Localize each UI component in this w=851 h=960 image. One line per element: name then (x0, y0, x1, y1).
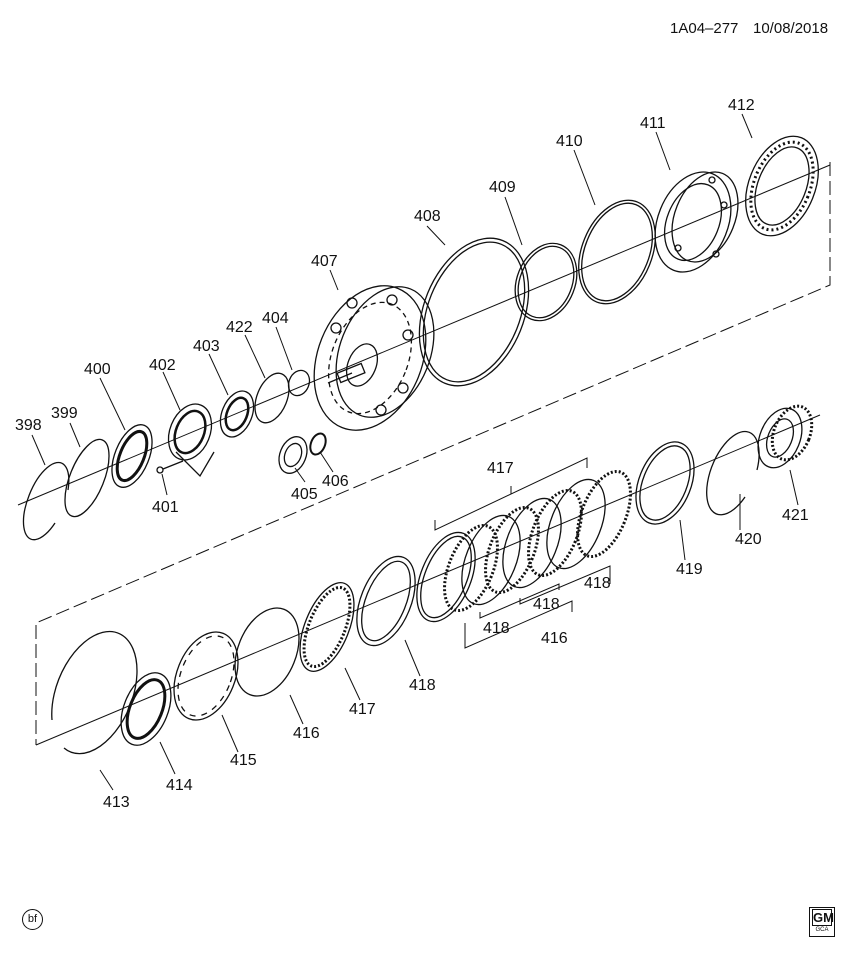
part-405-washer (278, 436, 308, 474)
callout-398: 398 (15, 417, 42, 434)
part-422-ring (254, 372, 290, 424)
clutch-pack (416, 457, 632, 649)
callout-417: 417 (349, 701, 376, 718)
callout-422: 422 (226, 319, 253, 336)
callout-408: 408 (414, 208, 441, 225)
callout-418-pack-mid: 418 (533, 596, 560, 613)
part-416-plate (234, 607, 300, 697)
bf-badge: bf (22, 909, 43, 930)
part-420-snap-ring (706, 430, 760, 516)
diagram-date: 10/08/2018 (753, 20, 829, 37)
part-403-bearing (219, 390, 255, 438)
callout-403: 403 (193, 338, 220, 355)
callout-419: 419 (676, 561, 703, 578)
callout-416-pack: 416 (541, 630, 568, 647)
callout-404: 404 (262, 310, 289, 327)
part-411-housing (654, 171, 739, 273)
callout-406: 406 (322, 473, 349, 490)
part-402-seal-housing (167, 403, 215, 478)
callout-407: 407 (311, 253, 338, 270)
part-399-snap-ring (64, 438, 110, 518)
part-406-washer (309, 432, 327, 456)
callout-417-pack: 417 (487, 460, 514, 477)
part-419-plate (635, 441, 695, 525)
part-417-friction-plate (299, 581, 355, 673)
callout-411: 411 (640, 115, 666, 132)
part-404-ring (287, 369, 311, 397)
callout-418-pack-right: 418 (584, 575, 611, 592)
part-415-plate (173, 631, 239, 721)
part-410-seal-ring (578, 199, 656, 305)
callout-420: 420 (735, 531, 762, 548)
leader-lines (31, 113, 799, 791)
gm-logo-text: GM (812, 909, 834, 926)
gm-logo-subtext: GCA (815, 927, 829, 933)
callout-401: 401 (152, 499, 179, 516)
callout-413: 413 (103, 794, 130, 811)
part-412-friction-ring (745, 135, 819, 237)
callout-402: 402 (149, 357, 176, 374)
part-409-seal-ring (514, 242, 578, 322)
gm-logo: GM GCA (809, 907, 835, 937)
part-413-snap-ring (51, 630, 138, 755)
callout-414: 414 (166, 777, 193, 794)
callout-418-pack-left: 418 (483, 620, 510, 637)
part-401-bolt (156, 460, 184, 474)
callout-421: 421 (782, 507, 809, 524)
callout-399: 399 (51, 405, 78, 422)
part-414-piston-seal (120, 672, 172, 746)
part-418-steel-plate (356, 555, 416, 647)
callout-418: 418 (409, 677, 436, 694)
callout-416: 416 (293, 725, 320, 742)
callout-400: 400 (84, 361, 111, 378)
callout-412: 412 (728, 97, 755, 114)
part-407-pump-cover (313, 285, 435, 431)
part-398-snap-ring (22, 461, 70, 541)
callout-405: 405 (291, 486, 318, 503)
diagram-code: 1A04–277 (670, 20, 739, 37)
part-408-seal-ring (418, 237, 530, 387)
callout-415: 415 (230, 752, 257, 769)
axis-lines (17, 162, 831, 746)
callout-410: 410 (556, 133, 583, 150)
callout-409: 409 (489, 179, 516, 196)
part-421-hub (757, 404, 814, 469)
part-400-seal (111, 424, 153, 488)
